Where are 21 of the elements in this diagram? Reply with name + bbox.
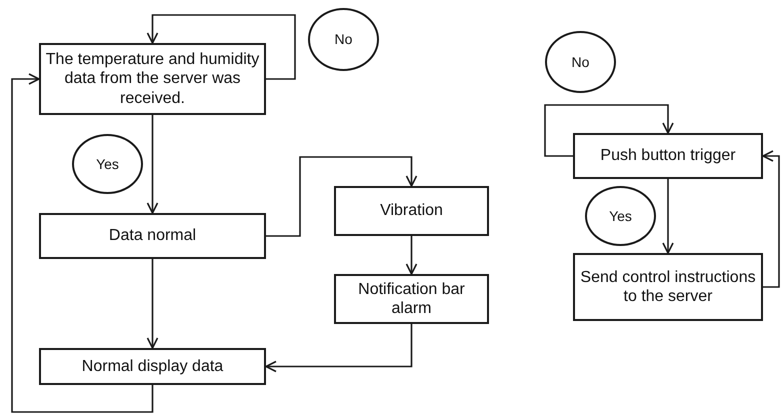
arrow <box>544 104 674 157</box>
process-box: Vibration <box>334 186 489 236</box>
decision-label-ellipse: Yes <box>585 186 656 246</box>
arrow <box>406 236 418 275</box>
decision-label-ellipse: No <box>308 8 379 71</box>
arrow <box>146 259 158 349</box>
process-box: Notification bar alarm <box>334 274 489 324</box>
process-box: Data normal <box>39 213 266 259</box>
process-box: Send control instructions to the server <box>573 253 763 321</box>
process-box: The temperature and humidity data from the server was received. <box>39 43 266 115</box>
decision-label-ellipse: Yes <box>72 134 143 194</box>
arrow <box>146 14 296 80</box>
process-box: Normal display data <box>39 348 266 385</box>
arrow <box>762 150 780 288</box>
process-box: Push button trigger <box>573 133 763 179</box>
arrow <box>662 179 674 254</box>
arrow <box>265 324 412 372</box>
arrow <box>266 156 418 237</box>
decision-label-ellipse: No <box>545 31 616 93</box>
arrow <box>11 73 154 413</box>
arrow <box>146 115 158 214</box>
